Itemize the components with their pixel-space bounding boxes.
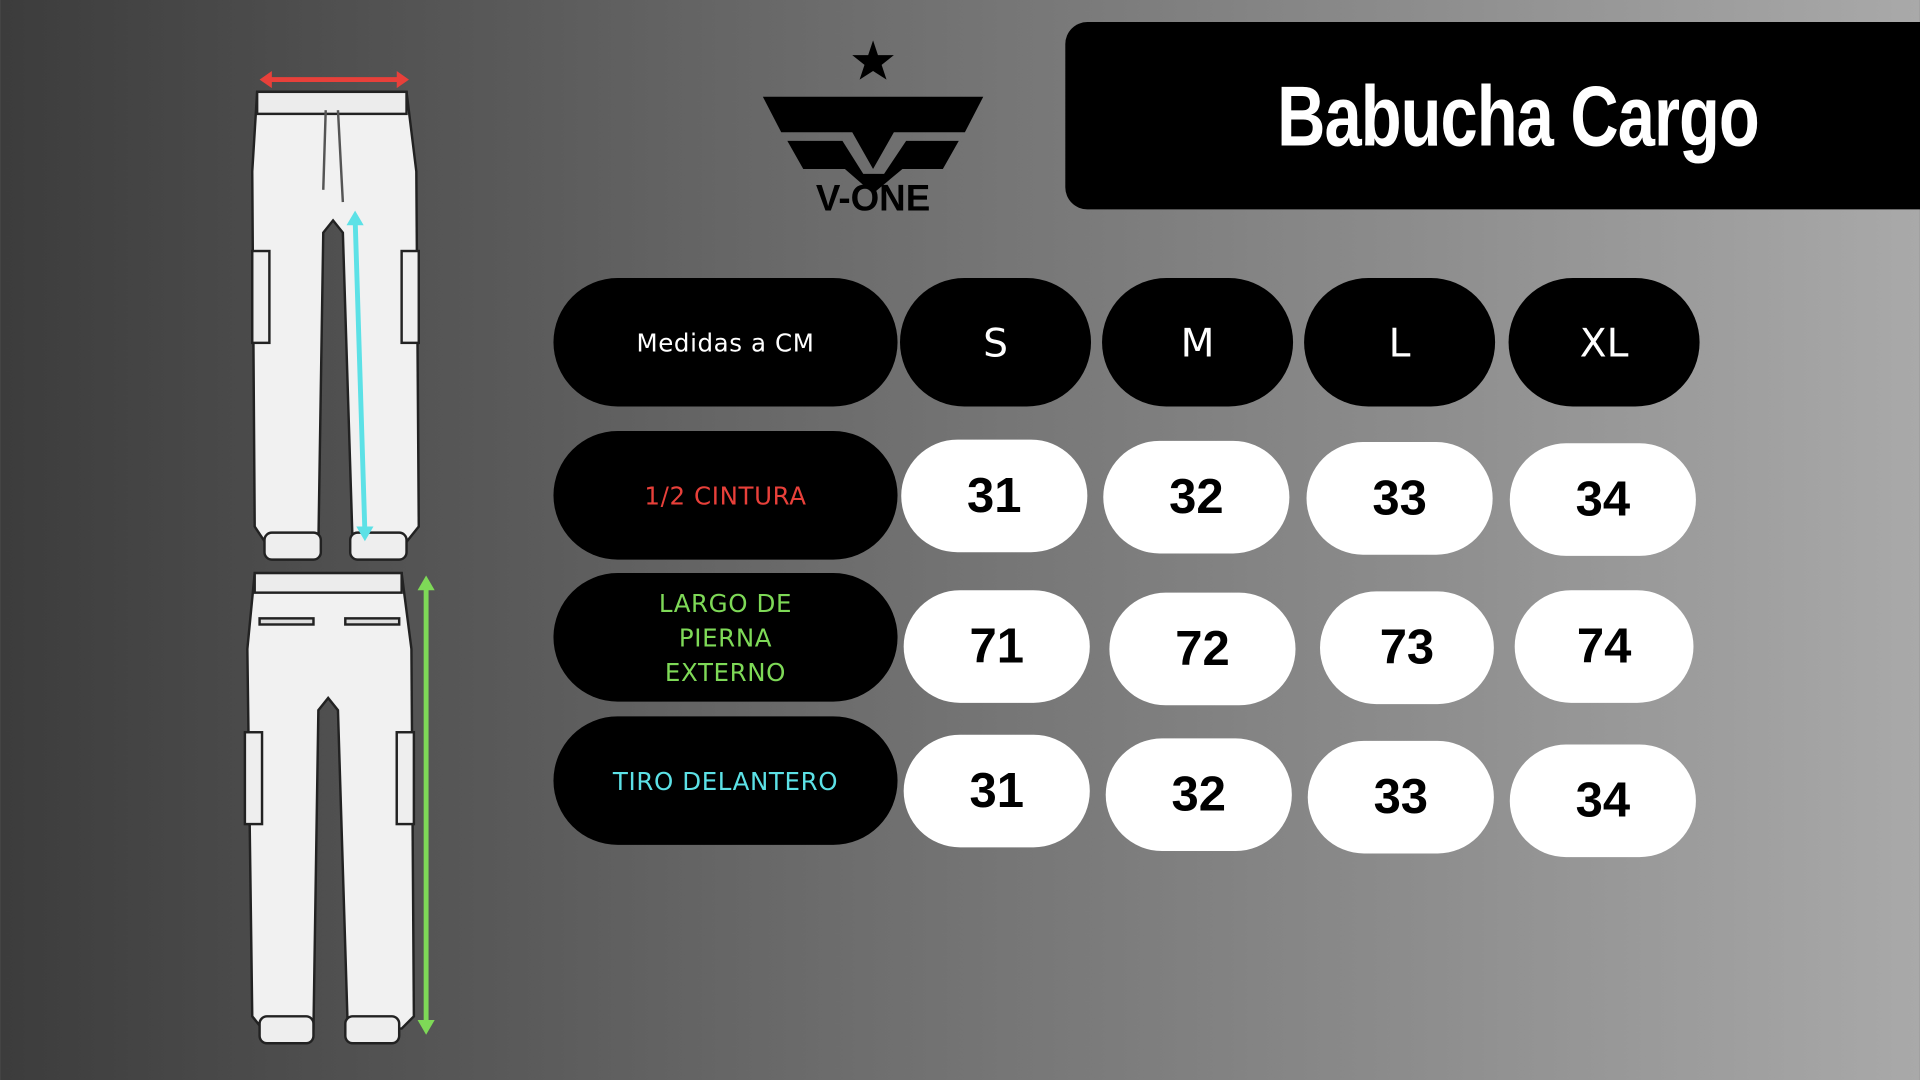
size-header-s: S [900,277,1092,407]
title-banner: Babucha Cargo [1065,22,1920,210]
cell-rise-s: 31 [903,734,1090,848]
pants-back [243,571,416,1045]
cell-leg-s: 71 [903,590,1090,703]
cell-leg-l: 73 [1320,591,1494,705]
cell-waist-l: 33 [1306,442,1493,555]
page-title: Babucha Cargo [1277,67,1760,164]
cell-leg-m: 72 [1109,592,1296,706]
logo-text: V-ONE [816,178,930,219]
waist-arrow [259,71,409,89]
cell-rise-l: 33 [1307,740,1494,854]
v-one-logo: V-ONE [762,40,984,219]
row-label-waist: 1/2 CINTURA [553,431,898,560]
header-label: Medidas a CM [553,277,898,407]
pants-front [251,90,421,561]
leg-length-arrow [417,575,435,1035]
row-label-leg: LARGO DE PIERNA EXTERNO [553,573,898,702]
size-header-xl: XL [1508,277,1700,407]
pants-illustration [243,71,435,1045]
cell-leg-xl: 74 [1514,590,1694,703]
cell-waist-s: 31 [901,439,1088,553]
size-header-l: L [1304,277,1496,407]
cell-rise-m: 32 [1105,738,1292,852]
cell-rise-xl: 34 [1509,744,1696,858]
size-header-m: M [1102,277,1294,407]
cell-waist-xl: 34 [1509,443,1696,556]
rise-arrow [346,210,374,542]
star-icon [852,40,894,80]
cell-waist-m: 32 [1103,440,1290,554]
row-label-rise: TIRO DELANTERO [553,716,898,845]
